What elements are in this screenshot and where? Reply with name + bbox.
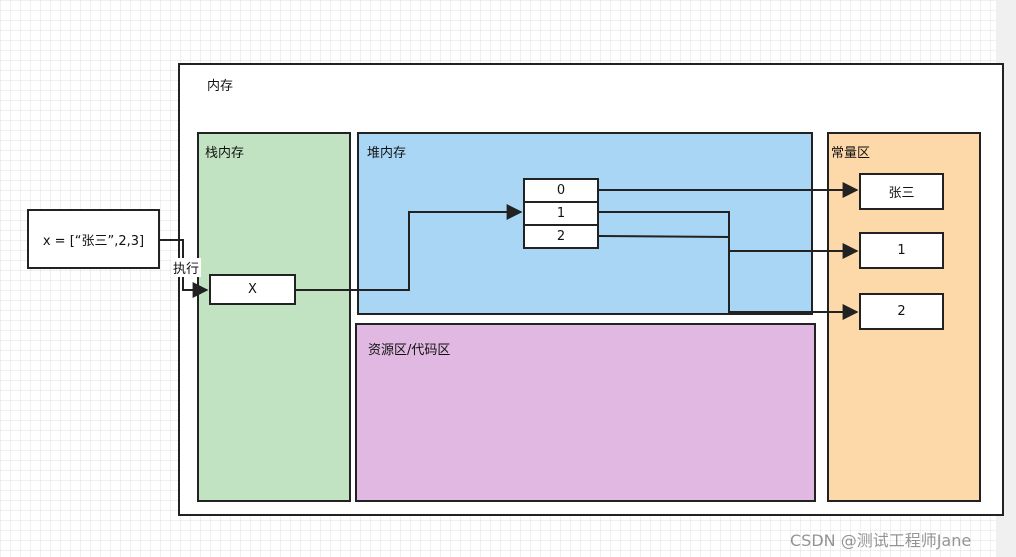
heap-label: 堆内存 — [367, 146, 407, 161]
heap-cell-1: 1 — [523, 201, 599, 226]
source-code-box: x = [“张三”,2,3] — [27, 209, 160, 269]
constant-value-1: 1 — [859, 232, 944, 269]
stack-variable-x: X — [209, 274, 296, 305]
constant-value-2-text: 2 — [897, 304, 906, 319]
watermark: CSDN @测试工程师Jane — [790, 531, 972, 550]
memory-label: 内存 — [207, 79, 234, 94]
constant-value-0-text: 张三 — [888, 186, 915, 201]
constant-value-zhangsan: 张三 — [859, 173, 944, 210]
constant-value-2: 2 — [859, 293, 944, 330]
heap-cell-0-text: 0 — [556, 183, 566, 198]
heap-cell-0: 0 — [523, 178, 599, 203]
stack-variable-text: X — [248, 282, 257, 297]
heap-cell-1-text: 1 — [556, 206, 566, 221]
resource-label: 资源区/代码区 — [368, 343, 451, 358]
constant-value-1-text: 1 — [897, 243, 906, 258]
stack-region — [197, 132, 351, 502]
exec-label: 执行 — [171, 258, 202, 277]
stack-label: 栈内存 — [205, 146, 245, 161]
heap-cell-2: 2 — [523, 224, 599, 249]
heap-cell-2-text: 2 — [556, 229, 566, 244]
constant-label: 常量区 — [831, 146, 871, 161]
resource-region — [355, 323, 816, 502]
source-code-text: x = [“张三”,2,3] — [42, 233, 145, 249]
